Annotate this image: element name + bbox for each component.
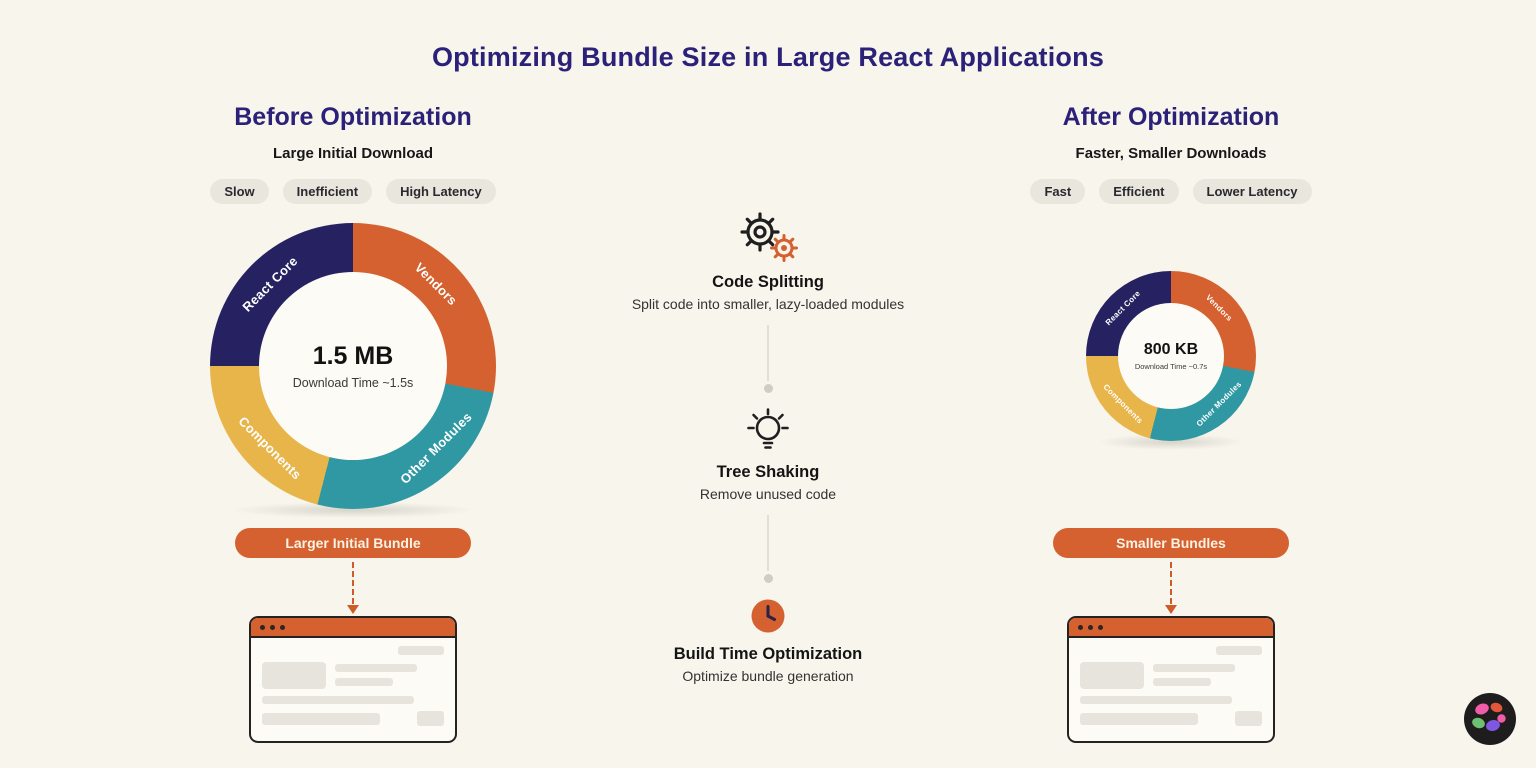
window-dot-icon — [1088, 624, 1093, 630]
step-tree-shaking: Tree Shaking Remove unused code — [700, 406, 836, 502]
browser-placeholder-bar — [1080, 712, 1198, 725]
step-description: Remove unused code — [699, 486, 837, 502]
arrow-head — [1165, 605, 1177, 614]
connector-dot — [763, 574, 773, 583]
before-download-time: Download Time ~1.5s — [292, 376, 414, 390]
before-bundle-pill: Larger Initial Bundle — [235, 528, 471, 558]
arrow-head — [347, 605, 359, 614]
after-subheading: Faster, Smaller Downloads — [1075, 145, 1267, 162]
step-title: Build Time Optimization — [673, 645, 863, 663]
window-dot-icon — [260, 624, 265, 630]
before-donut-chart: Vendors Other Modules Components React C… — [210, 223, 496, 518]
browser-body — [1069, 638, 1273, 734]
after-arrow-down-icon — [1165, 562, 1177, 614]
window-dot-icon — [280, 624, 285, 630]
browser-placeholder-block — [398, 646, 444, 655]
after-download-time: Download Time ~0.7s — [1134, 362, 1208, 371]
page-title: Optimizing Bundle Size in Large React Ap… — [431, 42, 1105, 73]
badge-slow: Slow — [210, 179, 269, 204]
step-connector — [763, 515, 773, 583]
badge-fast: Fast — [1030, 179, 1086, 204]
browser-placeholder-button — [1235, 711, 1262, 726]
before-badges: Slow Inefficient High Latency — [210, 179, 496, 204]
browser-placeholder-block — [262, 662, 326, 689]
browser-placeholder-line — [1153, 678, 1211, 686]
donut-shadow — [230, 502, 476, 518]
step-description: Split code into smaller, lazy-loaded mod… — [631, 296, 905, 312]
after-heading: After Optimization — [1062, 103, 1280, 131]
badge-high-latency: High Latency — [386, 179, 496, 204]
after-donut-center: 800 KB Download Time ~0.7s — [1118, 303, 1224, 409]
donut-shadow — [1097, 434, 1245, 450]
browser-placeholder-line — [335, 664, 417, 672]
before-donut-center: 1.5 MB Download Time ~1.5s — [259, 272, 447, 460]
after-bundle-pill: Smaller Bundles — [1053, 528, 1289, 558]
step-description: Optimize bundle generation — [682, 668, 854, 684]
before-bundle-size: 1.5 MB — [312, 342, 394, 370]
badge-inefficient: Inefficient — [282, 179, 373, 204]
before-browser-mockup — [249, 616, 457, 743]
before-subheading: Large Initial Download — [272, 145, 433, 162]
badge-efficient: Efficient — [1099, 179, 1179, 204]
after-bundle-size: 800 KB — [1143, 341, 1199, 358]
browser-body — [251, 638, 455, 734]
step-title: Tree Shaking — [716, 463, 820, 481]
before-arrow-down-icon — [347, 562, 359, 614]
after-donut-chart: Vendors Other Modules Components React C… — [1086, 271, 1256, 450]
browser-header — [251, 618, 455, 638]
browser-placeholder-line — [262, 696, 414, 704]
brand-logo — [1463, 692, 1517, 746]
gears-icon — [740, 212, 798, 262]
step-code-splitting: Code Splitting Split code into smaller, … — [632, 210, 904, 312]
clock-icon — [751, 599, 785, 633]
window-dot-icon — [1098, 624, 1103, 630]
connector-dot — [763, 384, 773, 393]
window-dot-icon — [270, 624, 275, 630]
window-dot-icon — [1078, 624, 1083, 630]
browser-placeholder-block — [1216, 646, 1262, 655]
optimization-steps: Code Splitting Split code into smaller, … — [617, 210, 919, 684]
browser-header — [1069, 618, 1273, 638]
connector-line — [767, 515, 769, 571]
after-browser-mockup — [1067, 616, 1275, 743]
before-heading: Before Optimization — [234, 103, 472, 131]
browser-placeholder-line — [335, 678, 393, 686]
after-section: After Optimization Faster, Smaller Downl… — [956, 102, 1386, 743]
connector-line — [767, 325, 769, 381]
arrow-line — [352, 562, 354, 604]
badge-lower-latency: Lower Latency — [1192, 179, 1312, 204]
browser-placeholder-line — [1153, 664, 1235, 672]
step-title: Code Splitting — [712, 273, 824, 291]
step-build-time-optimization: Build Time Optimization Optimize bundle … — [673, 596, 863, 684]
before-section: Before Optimization Large Initial Downlo… — [138, 102, 568, 743]
browser-placeholder-bar — [262, 712, 380, 725]
browser-placeholder-line — [1080, 696, 1232, 704]
browser-placeholder-button — [417, 711, 444, 726]
browser-placeholder-block — [1080, 662, 1144, 689]
step-connector — [763, 325, 773, 393]
after-badges: Fast Efficient Lower Latency — [1030, 179, 1312, 204]
lightbulb-icon — [747, 408, 789, 449]
arrow-line — [1170, 562, 1172, 604]
brand-logo-icon — [1464, 693, 1516, 745]
